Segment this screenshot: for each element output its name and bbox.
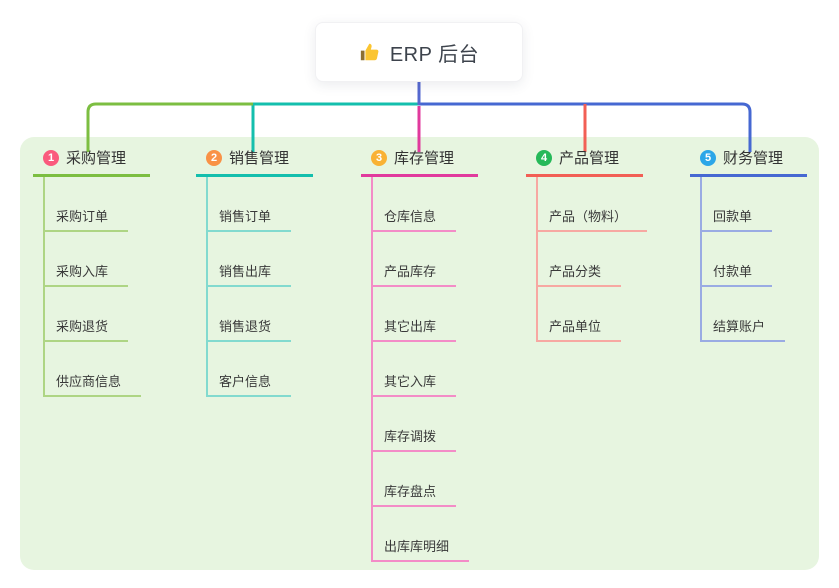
branch-node-2[interactable]: 2 销售管理 — [196, 147, 314, 177]
child-node-label: 产品（物料） — [549, 209, 628, 224]
branch-title: 财务管理 — [723, 150, 784, 167]
child-node-2-2[interactable]: 销售出库 — [206, 261, 292, 287]
branch-node-5[interactable]: 5 财务管理 — [690, 147, 808, 177]
child-row: 回款单 — [690, 177, 807, 232]
child-row: 销售退货 — [196, 287, 313, 342]
child-node-2-3[interactable]: 销售退货 — [206, 316, 292, 342]
child-node-label: 回款单 — [713, 209, 753, 224]
root-node-erp[interactable]: ERP 后台 — [315, 22, 523, 82]
branch-children: 销售订单销售出库销售退货客户信息 — [196, 177, 313, 397]
child-node-label: 采购入库 — [56, 264, 109, 279]
child-node-label: 其它入库 — [384, 374, 437, 389]
branch-node-3[interactable]: 3 库存管理 — [361, 147, 479, 177]
branch-number-badge: 4 — [536, 149, 552, 166]
branch-children: 产品（物料） 产品分类产品单位 — [526, 177, 648, 342]
branch-children: 采购订单采购入库采购退货供应商信息 — [33, 177, 150, 397]
child-node-3-2[interactable]: 产品库存 — [371, 261, 457, 287]
branch-number-badge: 5 — [700, 149, 716, 166]
child-node-5-3[interactable]: 结算账户 — [700, 316, 786, 342]
child-row: 仓库信息 — [361, 177, 478, 232]
branch-title: 销售管理 — [229, 150, 290, 167]
branch-title: 库存管理 — [394, 150, 455, 167]
child-node-label: 产品单位 — [549, 319, 602, 334]
child-node-label: 产品分类 — [549, 264, 602, 279]
child-row: 库存盘点 — [361, 452, 478, 507]
child-row: 产品（物料） — [526, 177, 648, 232]
branch-number-badge: 1 — [43, 149, 59, 166]
child-node-label: 客户信息 — [219, 374, 272, 389]
child-node-3-3[interactable]: 其它出库 — [371, 316, 457, 342]
child-row: 出库库明细 — [361, 507, 478, 562]
child-node-label: 结算账户 — [713, 319, 766, 334]
child-row: 采购退货 — [33, 287, 150, 342]
child-row: 产品分类 — [526, 232, 647, 287]
child-node-3-4[interactable]: 其它入库 — [371, 371, 457, 397]
child-row: 其它入库 — [361, 342, 478, 397]
child-row: 库存调拨 — [361, 397, 478, 452]
child-node-3-6[interactable]: 库存盘点 — [371, 481, 457, 507]
child-row: 结算账户 — [690, 287, 807, 342]
branch-number-badge: 2 — [206, 149, 222, 166]
child-node-label: 仓库信息 — [384, 209, 437, 224]
child-node-label: 采购订单 — [56, 209, 109, 224]
child-node-label: 销售订单 — [219, 209, 272, 224]
branch-title: 产品管理 — [559, 150, 620, 167]
child-node-label: 付款单 — [713, 264, 753, 279]
child-row: 产品库存 — [361, 232, 478, 287]
child-node-label: 其它出库 — [384, 319, 437, 334]
children-rail-line — [536, 177, 538, 341]
child-row: 销售订单 — [196, 177, 313, 232]
branch-3: 3 库存管理仓库信息产品库存其它出库其它入库库存调拨库存盘点出库库明细 — [361, 147, 479, 562]
child-node-3-7[interactable]: 出库库明细 — [371, 536, 470, 562]
child-node-5-1[interactable]: 回款单 — [700, 206, 773, 232]
child-row: 采购订单 — [33, 177, 150, 232]
child-node-1-2[interactable]: 采购入库 — [43, 261, 129, 287]
child-node-label: 库存盘点 — [384, 484, 437, 499]
child-node-label: 销售退货 — [219, 319, 272, 334]
children-rail-line — [371, 177, 373, 561]
branch-2: 2 销售管理销售订单销售出库销售退货客户信息 — [196, 147, 314, 397]
child-node-4-1[interactable]: 产品（物料） — [536, 206, 648, 232]
child-row: 产品单位 — [526, 287, 647, 342]
child-node-3-5[interactable]: 库存调拨 — [371, 426, 457, 452]
child-node-label: 出库库明细 — [384, 539, 450, 554]
children-rail-line — [43, 177, 45, 396]
branch-node-1[interactable]: 1 采购管理 — [33, 147, 151, 177]
child-node-1-4[interactable]: 供应商信息 — [43, 371, 142, 397]
branch-children: 仓库信息产品库存其它出库其它入库库存调拨库存盘点出库库明细 — [361, 177, 478, 562]
child-node-4-3[interactable]: 产品单位 — [536, 316, 622, 342]
child-node-1-3[interactable]: 采购退货 — [43, 316, 129, 342]
branch-number-badge: 3 — [371, 149, 387, 166]
thumbs-up-icon — [359, 41, 381, 63]
child-node-label: 销售出库 — [219, 264, 272, 279]
child-node-label: 产品库存 — [384, 264, 437, 279]
child-node-2-1[interactable]: 销售订单 — [206, 206, 292, 232]
child-row: 销售出库 — [196, 232, 313, 287]
branch-5: 5 财务管理回款单付款单结算账户 — [690, 147, 808, 342]
branch-1: 1 采购管理采购订单采购入库采购退货供应商信息 — [33, 147, 151, 397]
child-node-label: 采购退货 — [56, 319, 109, 334]
child-node-5-2[interactable]: 付款单 — [700, 261, 773, 287]
child-node-label: 供应商信息 — [56, 374, 122, 389]
root-node-label: ERP 后台 — [389, 43, 480, 66]
child-node-4-2[interactable]: 产品分类 — [536, 261, 622, 287]
branch-node-4[interactable]: 4 产品管理 — [526, 147, 644, 177]
branch-children: 回款单付款单结算账户 — [690, 177, 807, 342]
child-row: 其它出库 — [361, 287, 478, 342]
child-node-3-1[interactable]: 仓库信息 — [371, 206, 457, 232]
child-node-label: 库存调拨 — [384, 429, 437, 444]
children-rail-line — [206, 177, 208, 396]
children-rail-line — [700, 177, 702, 341]
child-node-1-1[interactable]: 采购订单 — [43, 206, 129, 232]
branch-title: 采购管理 — [66, 150, 127, 167]
child-row: 付款单 — [690, 232, 807, 287]
child-row: 客户信息 — [196, 342, 313, 397]
mindmap-panel — [20, 137, 819, 570]
child-row: 采购入库 — [33, 232, 150, 287]
branch-4: 4 产品管理产品（物料） 产品分类产品单位 — [526, 147, 648, 342]
child-row: 供应商信息 — [33, 342, 150, 397]
child-node-2-4[interactable]: 客户信息 — [206, 371, 292, 397]
